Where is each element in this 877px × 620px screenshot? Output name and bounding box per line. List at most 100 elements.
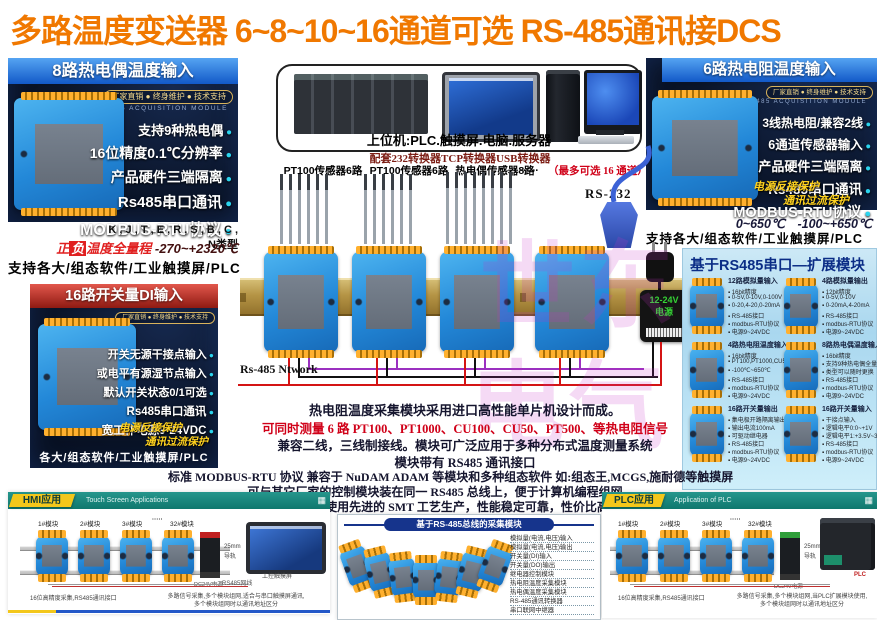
wire-stub: [376, 358, 378, 385]
mini-module-photo: [784, 278, 818, 334]
wire-stub: [474, 358, 476, 377]
expansion-bullet: 电源9~24VDC: [728, 327, 770, 336]
module-label-2: 2#模块: [80, 521, 101, 528]
mini-module-photo: [690, 406, 724, 462]
panel-plc-application: PLC应用 Application of PLC ▦ 1#模块 2#模块 3#模…: [602, 492, 877, 618]
temperature-range-line: 正负温度全量程 -270~+2320℃: [40, 238, 238, 257]
grid-icon: ▦: [864, 495, 873, 505]
bus-wire-black: [298, 376, 658, 378]
signal-wire: [48, 584, 248, 585]
bus-item: RS-485通讯转换器: [510, 596, 594, 606]
wire-stub: [386, 358, 388, 377]
expansion-header: 基于RS485串口—扩展模块: [690, 258, 865, 274]
panel-thermocouple-8ch: 8路热电偶温度输入 厂家直销 ● 终身维护 ● 技术支持 RS485 ACQUI…: [8, 58, 238, 239]
module-photo-di16: [38, 318, 136, 436]
expansion-bullet: modbus-RTU协议: [822, 319, 874, 328]
monitor-photo: [584, 70, 642, 134]
plug-cord: [658, 282, 661, 290]
bus-item: 继电器控制模块: [510, 569, 594, 579]
siemens-plc-photo: [820, 518, 875, 570]
expansion-bullet: modbus-RTU协议: [822, 447, 874, 456]
rail-word-label: 导轨: [804, 554, 817, 560]
plc-caption-right-2: 多个模块组网时以通讯地址区分: [759, 602, 844, 608]
adapter-wire-black: [652, 342, 654, 377]
pt100-probes-2: [364, 174, 418, 244]
description-line-5: 标准 MODBUS-RTU 协议 兼容于 NuDAM ADAM 等模块和多种组态…: [168, 470, 734, 484]
feature-list-rtd6: 3线热电阻/兼容2线 6通道传感器输入 产品硬件三端隔离 Rs485串口通讯 M…: [733, 114, 871, 222]
plc-rack-photo: [294, 74, 428, 134]
rtd-module-2: [352, 246, 426, 358]
protect-line-2: 通讯过流保护: [145, 436, 208, 448]
hmi-subtitle: Touch Screen Applications: [86, 497, 169, 504]
rail-size-label: 25mm: [224, 544, 241, 550]
psu-label: DC24V电源: [194, 582, 223, 588]
expansion-bullet: RS-485接口: [728, 311, 764, 320]
rs485-converter-module: [535, 246, 609, 358]
description-line-2: 可同时测量 6 路 PT100、PT1000、CU100、CU50、PT500、…: [262, 422, 668, 436]
support-line-di16: 各大/组态软件/工业触摸屏/PLC: [39, 452, 209, 464]
feature: MODBUS-RTU协议: [733, 201, 871, 222]
feature: 16位精度0.1℃分辨率: [90, 143, 232, 163]
badge-subtitle: RS485 ACQUISITION MODULE: [744, 99, 867, 105]
description-line-6: 可与其它厂家的控制模块装在同一 RS485 总线上，便于计算机编程组网: [247, 485, 623, 499]
module-label-1: 1#模块: [38, 521, 59, 528]
expansion-bullet: PT100,PT1000,CU50: [728, 359, 789, 365]
module-label-4: 32#模块: [170, 521, 194, 528]
rs232-label: RS-232: [585, 186, 632, 201]
feature: 宽工作电源9-24VDC: [102, 422, 214, 438]
bus-label: RS485网线: [222, 581, 253, 587]
expansion-bullet: RS-485接口: [822, 439, 858, 448]
touch-panel-screen: [449, 78, 533, 135]
panel-header-rtd6: 6路热电阻温度输入: [662, 58, 877, 82]
expansion-bullet: 电源9~24VDC: [728, 455, 770, 464]
thermocouple-types: K , J , T , E , R , S , B , C , N类型: [108, 224, 238, 251]
protect-line-1: 电源反接保护: [753, 181, 819, 193]
wire-stub: [396, 358, 398, 369]
wire-stub: [484, 358, 486, 369]
module-label-2: 2#模块: [660, 521, 681, 528]
bus-item: 模拟量(电流,电压)输入: [510, 533, 594, 543]
plc-tab-label: PLC应用: [614, 495, 654, 506]
description-line-7: 产品使用先进的 SMT 工艺生产，性能稳定可靠，性价比高: [301, 500, 609, 514]
mini-module-photo: [784, 342, 818, 398]
expansion-bullet: 12bit精度: [822, 287, 851, 296]
wire-stub: [569, 358, 571, 377]
psu-photo: [200, 532, 220, 578]
host-caption: 上位机:PLC.触摸屏.电脑.服务器: [366, 133, 552, 148]
module-ellipsis: ·····: [730, 516, 741, 523]
fan-module-photo: [413, 555, 439, 605]
module-photo-rtd6: [652, 90, 758, 206]
bus-item: 模拟量(电流,电压)输出: [510, 542, 594, 552]
converter-caption: 配套232转换器TCP转换器USB转换器: [369, 153, 551, 165]
hmi-caption-right-1: 多路信号采集,多个模块组网,适合与串口触摸屏通讯,: [167, 594, 305, 600]
bus-item: 串口联网中继器: [510, 605, 594, 615]
expansion-bullet: 干接点输入: [822, 415, 856, 424]
protect-line-2: 通讯过流保护: [783, 195, 849, 207]
plc-device-label: PLC: [854, 572, 866, 578]
vga-connector-photo: [600, 202, 638, 248]
module-label-1: 1#模块: [618, 521, 639, 528]
mini-din-rail: [610, 546, 774, 551]
plc-tab: PLC应用: [602, 494, 666, 507]
plc-caption-right-1: 多路信号采集,多个模块组网,当PLC扩展模块使用,: [736, 594, 868, 600]
expansion-bullet: 电源9~24VDC: [728, 391, 770, 400]
expansion-bullet: 电源9~24VDC: [822, 455, 864, 464]
hmi-tab-label: HMI应用: [22, 495, 62, 506]
expansion-bullet: 0-20,4-20,0-20mA: [728, 303, 780, 309]
power-adapter-photo: 12-24V 电源: [640, 290, 688, 342]
rtd-module-1: [264, 246, 338, 358]
feature: Rs485串口通讯: [127, 403, 214, 419]
feature: MODBUS-RTU协议: [80, 216, 232, 240]
feature-list-di16: 开关无源干接点输入 或电平有源湿节点输入 默认开关状态0/1可选 Rs485串口…: [97, 346, 214, 438]
rail-word-label: 导轨: [224, 554, 237, 560]
badge-subtitle: RS485 ACQUISITION MODULE: [98, 105, 228, 112]
expansion-title: 16路开关量输出: [728, 406, 778, 413]
expansion-bullet: RS-485接口: [822, 375, 858, 384]
description-line-1: 热电阻温度采集模块采用进口高性能单片机设计而成。: [308, 403, 621, 418]
mini-module-photo: [690, 278, 724, 334]
range-positive: 正: [56, 241, 70, 256]
hmi-module-photo: [120, 530, 152, 582]
panel-hmi-application: HMI应用 Touch Screen Applications ▦ 1#模块 2…: [8, 492, 330, 614]
expansion-bullet: RS-485接口: [822, 311, 858, 320]
